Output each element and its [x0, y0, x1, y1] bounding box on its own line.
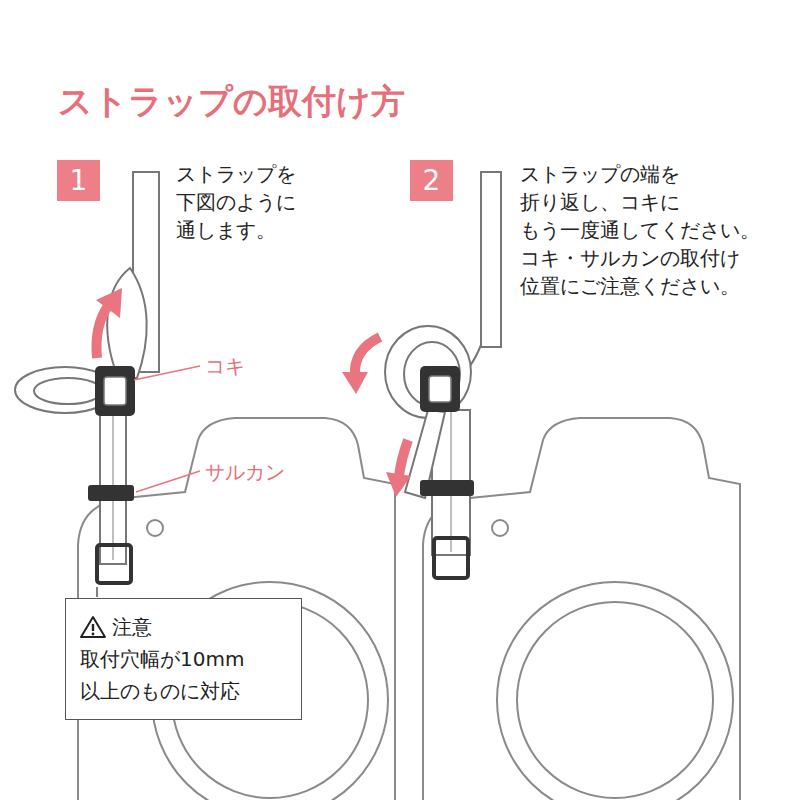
text-line: もう一度通してください。 [520, 216, 760, 244]
text-line: 位置にご注意ください。 [520, 272, 760, 300]
text-line: 折り返し、コキに [520, 188, 760, 216]
step-number-box: 2 [410, 160, 453, 201]
text-line: 通します。 [176, 216, 296, 244]
warning-icon [80, 615, 106, 639]
text-line: ストラップの取付け方 [58, 80, 405, 122]
text-line: 以上のものに対応 [80, 675, 287, 707]
step-number: 2 [423, 166, 441, 196]
text-line: 注意 [112, 611, 287, 643]
notice-heading: 注意 [80, 611, 287, 643]
step-number: 1 [70, 166, 88, 196]
text-line: 1 [70, 166, 88, 196]
step-instruction: ストラップの端を 折り返し、コキに もう一度通してください。 コキ・サルカンの取… [520, 160, 760, 300]
part-name: コキ [205, 352, 245, 380]
text-line: コキ・サルカンの取付け [520, 244, 760, 272]
notice-box: 注意取付穴幅が10mm 以上のものに対応 [65, 598, 302, 720]
step-instruction: ストラップを 下図のように 通します。 [176, 160, 296, 244]
leader-line [136, 471, 200, 492]
strap-step1 [15, 172, 159, 597]
text-line: ストラップを [176, 160, 296, 188]
text-line: 2 [423, 166, 441, 196]
text-line: コキ [205, 352, 245, 380]
text-line: 下図のように [176, 188, 296, 216]
part-name: サルカン [205, 458, 285, 486]
notice-body: 取付穴幅が10mm 以上のものに対応 [80, 643, 287, 707]
text-line: ストラップの端を [520, 160, 760, 188]
text-line: 取付穴幅が10mm [80, 643, 287, 675]
strap-step2 [342, 172, 501, 578]
step-number-box: 1 [57, 160, 100, 201]
title: ストラップの取付け方 [58, 80, 405, 122]
leader-line [134, 366, 200, 380]
text-line: サルカン [205, 458, 285, 486]
